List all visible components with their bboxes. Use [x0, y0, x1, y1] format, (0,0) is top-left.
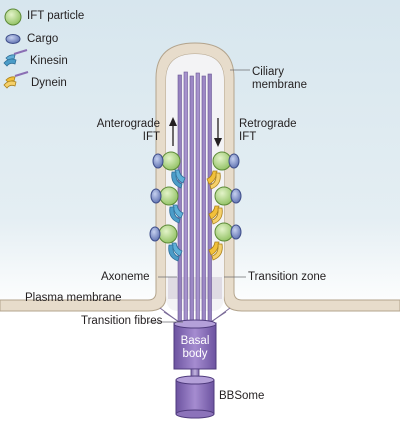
basal-body [173, 322, 217, 370]
leader-lines [147, 69, 250, 323]
legend-label-kinesin: Kinesin [30, 55, 68, 67]
ift-particle-icon [4, 8, 22, 26]
bbsome-label: BBSome [219, 390, 265, 402]
bbsome [175, 379, 215, 415]
axoneme-microtubules [177, 71, 212, 326]
legend-label-ift-particle: IFT particle [27, 10, 85, 22]
anterograde-arrow [169, 117, 177, 146]
cargo-icon [5, 34, 21, 44]
kinesin-icon [3, 49, 28, 67]
retrograde-arrow [214, 118, 222, 147]
plasma-membrane-label: Plasma membrane [25, 292, 122, 304]
legend-label-cargo: Cargo [27, 33, 59, 45]
anterograde-ift-train [149, 151, 186, 262]
retrograde-ift-train [206, 151, 242, 261]
axoneme-label: Axoneme [101, 271, 150, 283]
legend-icons [3, 8, 29, 89]
ift-complex-right-1 [206, 151, 240, 190]
ift-complex-right-3 [208, 222, 242, 261]
transition-zone-label: Transition zone [248, 271, 327, 283]
legend-label-dynein: Dynein [31, 77, 67, 89]
ift-complex-left-1 [152, 151, 186, 189]
transition-zone-band [168, 277, 222, 299]
transition-fibres-label: Transition fibres [81, 315, 163, 327]
ift-complex-right-2 [208, 186, 242, 225]
dynein-icon [3, 71, 29, 89]
ift-complex-left-2 [150, 186, 184, 224]
ift-complex-left-3 [149, 224, 183, 262]
